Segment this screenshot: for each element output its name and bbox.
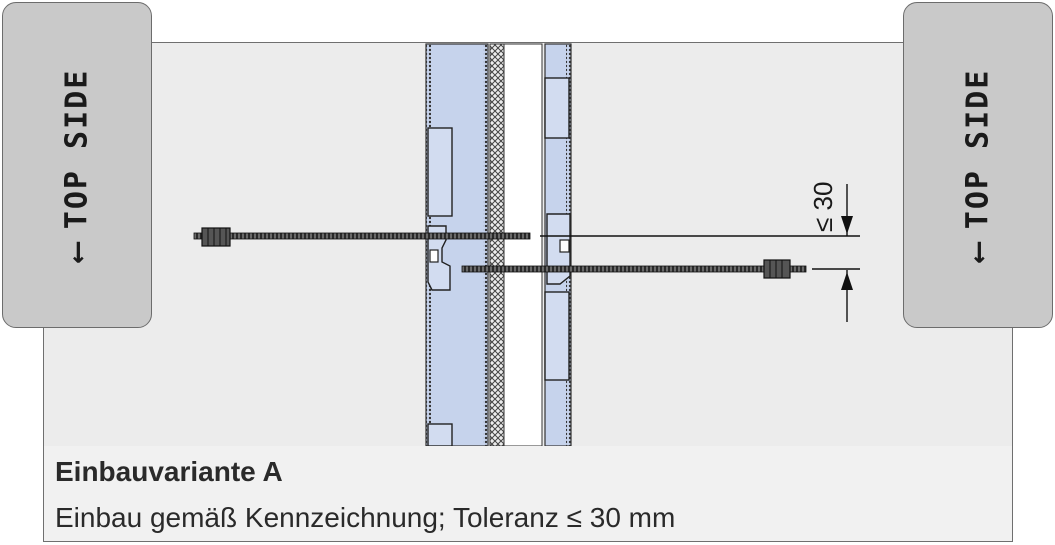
bracket-upper-right — [544, 77, 570, 139]
dimension-marker: ≤ 30 — [540, 182, 860, 322]
dimension-label: ≤ 30 — [808, 182, 838, 232]
clamp-right — [546, 213, 571, 285]
bracket-lower-left — [427, 423, 453, 447]
wall-gap — [503, 43, 543, 447]
top-side-label-left: TOP SIDE — [59, 68, 95, 230]
left-arrow-icon: ⟵ — [59, 241, 95, 262]
upper-rod — [193, 227, 531, 247]
bracket-mid-right — [544, 291, 570, 381]
top-side-label-right: TOP SIDE — [960, 68, 996, 230]
top-side-tag-right: ⟵ TOP SIDE — [903, 2, 1053, 328]
left-arrow-icon: ⟵ — [960, 241, 996, 262]
bracket-upper-left — [427, 127, 453, 217]
top-side-tag-left: ⟵ TOP SIDE — [2, 2, 152, 328]
caption-box: Einbauvariante A Einbau gemäß Kennzeichn… — [44, 446, 1012, 541]
lower-rod — [461, 259, 807, 279]
caption-text: Einbau gemäß Kennzeichnung; Toleranz ≤ 3… — [55, 502, 676, 533]
caption-title: Einbauvariante A — [55, 456, 283, 487]
seal-strip-left — [489, 43, 505, 447]
